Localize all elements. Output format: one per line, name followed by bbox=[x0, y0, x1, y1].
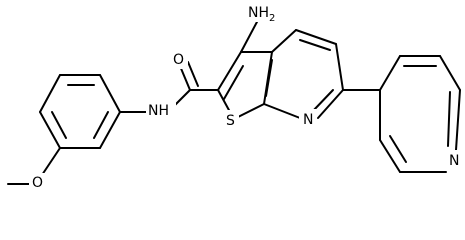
bond bbox=[179, 65, 191, 91]
bond bbox=[237, 103, 265, 118]
bond bbox=[335, 43, 344, 91]
molecule-structure: NH2 NH O S N N O bbox=[7, 2, 463, 191]
bond bbox=[99, 74, 121, 113]
bond bbox=[455, 89, 461, 151]
ring-n-label: N bbox=[303, 112, 313, 128]
atom-ring-n: N bbox=[299, 109, 317, 129]
svg-text:NH2: NH2 bbox=[248, 5, 275, 24]
double-bond-inner bbox=[311, 89, 334, 113]
double-bond-inner bbox=[265, 59, 273, 97]
double-bond-inner bbox=[187, 61, 199, 87]
bond bbox=[99, 111, 121, 149]
methoxy-o-label: O bbox=[32, 175, 43, 191]
pyridine-n-label: N bbox=[449, 153, 459, 169]
double-bond-inner bbox=[299, 39, 331, 51]
double-bond-inner bbox=[93, 111, 109, 139]
double-bond-inner bbox=[51, 111, 67, 139]
bond bbox=[439, 55, 461, 91]
nh2-subscript: 2 bbox=[269, 13, 275, 24]
bond bbox=[379, 139, 401, 173]
nh2-label: NH bbox=[248, 5, 269, 21]
bond bbox=[295, 29, 337, 45]
thiophene-s-label: S bbox=[226, 113, 235, 129]
bond bbox=[39, 111, 61, 149]
bond bbox=[317, 89, 344, 119]
bond bbox=[271, 29, 297, 53]
bond bbox=[217, 89, 231, 113]
atom-amide-nh: NH bbox=[146, 100, 176, 120]
bond bbox=[240, 19, 259, 53]
bond-layer bbox=[7, 19, 461, 185]
atom-methoxy-o: O bbox=[29, 173, 47, 191]
double-bond-inner bbox=[447, 91, 451, 147]
double-bond-inner bbox=[389, 135, 407, 163]
bond bbox=[39, 74, 61, 113]
amide-nh-label: NH bbox=[148, 103, 169, 119]
double-bond-inner bbox=[223, 65, 244, 100]
bond bbox=[263, 103, 301, 119]
amide-o-label: O bbox=[173, 52, 184, 68]
bond bbox=[379, 55, 401, 91]
atom-pyridine-n: N bbox=[445, 150, 463, 170]
atom-thiophene-s: S bbox=[223, 110, 239, 130]
structure-canvas: NH2 NH O S N N O bbox=[7, 2, 463, 191]
bond bbox=[217, 51, 242, 91]
atom-nh2: NH2 bbox=[246, 2, 276, 24]
atom-amide-o: O bbox=[170, 49, 188, 69]
